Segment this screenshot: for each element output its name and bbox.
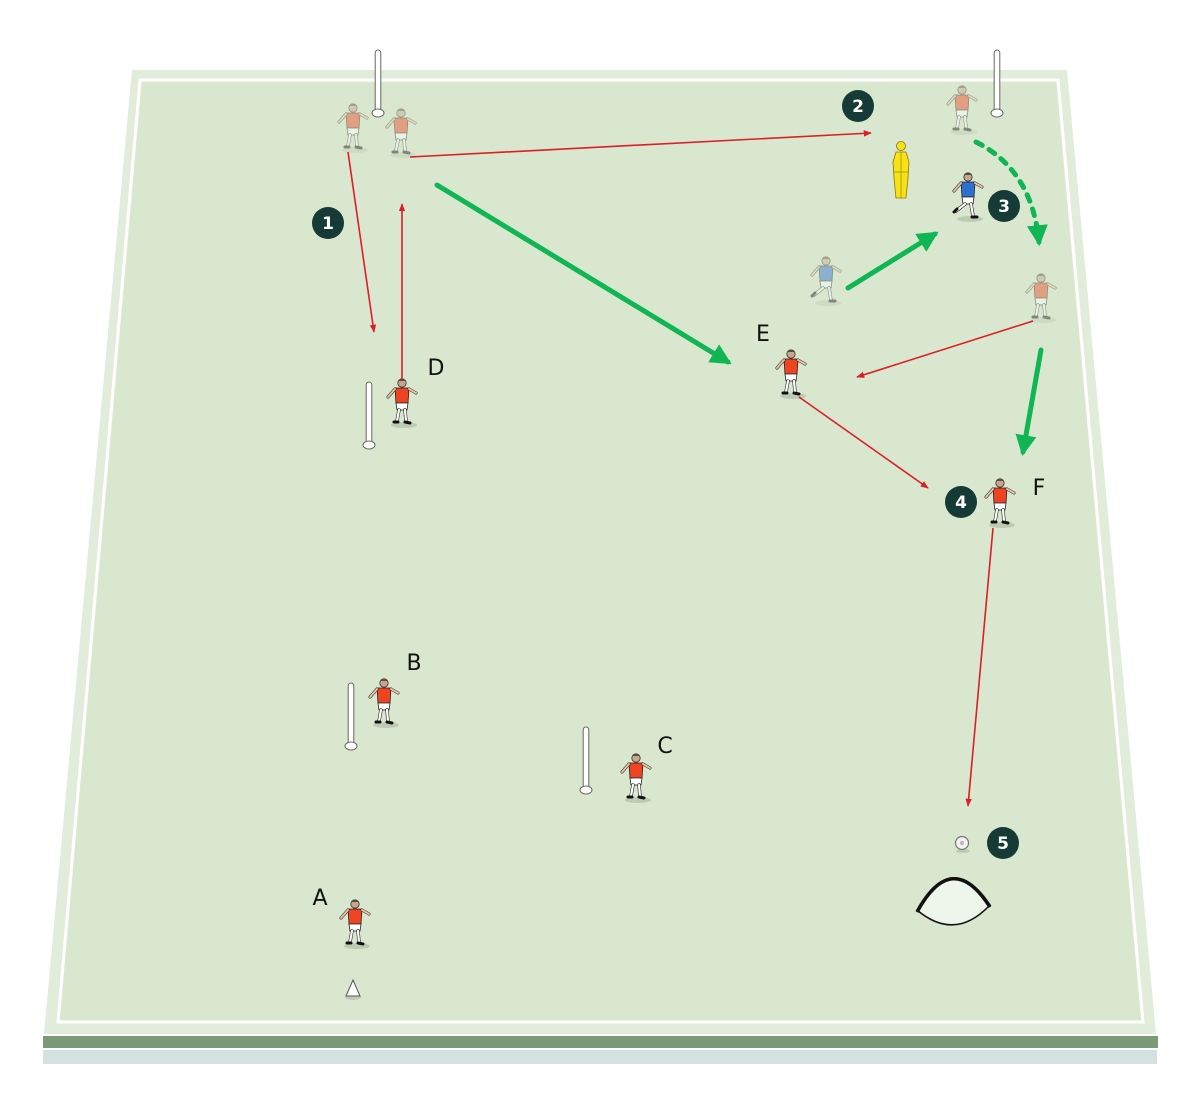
run-arrow-defender (845, 231, 939, 291)
pass-arrow-2 (409, 130, 872, 158)
pitch-surface (60, 82, 1141, 1020)
step-badges: 1 2 3 4 5 (312, 90, 1020, 859)
pitch-touchline (56, 78, 1145, 1024)
step-badge-3: 3 (988, 190, 1020, 222)
pass-arrow-5 (965, 527, 994, 807)
pitch (43, 70, 1158, 1064)
mini-goal-icon (915, 877, 992, 926)
pass-arrows (347, 130, 1034, 807)
player-labels: A B C D E F (312, 322, 1045, 911)
step-number: 2 (852, 97, 864, 117)
run-arrow-to-f (1015, 347, 1044, 457)
step-number: 3 (998, 197, 1010, 217)
label-f: F (1033, 476, 1046, 501)
pass-arrow-to-e (856, 320, 1034, 378)
pass-arrow-4 (798, 396, 929, 489)
label-a: A (312, 886, 327, 911)
step-number: 1 (322, 214, 334, 234)
run-arrow-to-e (434, 182, 732, 365)
step-badge-5: 5 (987, 827, 1019, 859)
step-badge-1: 1 (312, 207, 344, 239)
mannequin-icon (892, 141, 910, 199)
dribble-arrow-3 (973, 139, 1048, 247)
step-number: 5 (997, 834, 1009, 854)
step-badge-2: 2 (842, 90, 874, 122)
run-arrows (434, 139, 1048, 457)
pitch-base-shadow (43, 1050, 1157, 1064)
ball-icon (954, 835, 970, 853)
label-d: D (428, 356, 445, 381)
cone-icon (345, 978, 361, 1000)
label-e: E (756, 322, 770, 347)
label-c: C (657, 734, 672, 759)
pass-arrow-1 (347, 151, 377, 333)
step-badge-4: 4 (945, 486, 977, 518)
step-number: 4 (955, 493, 967, 513)
pitch-base-edge (43, 1036, 1158, 1048)
label-b: B (406, 651, 421, 676)
